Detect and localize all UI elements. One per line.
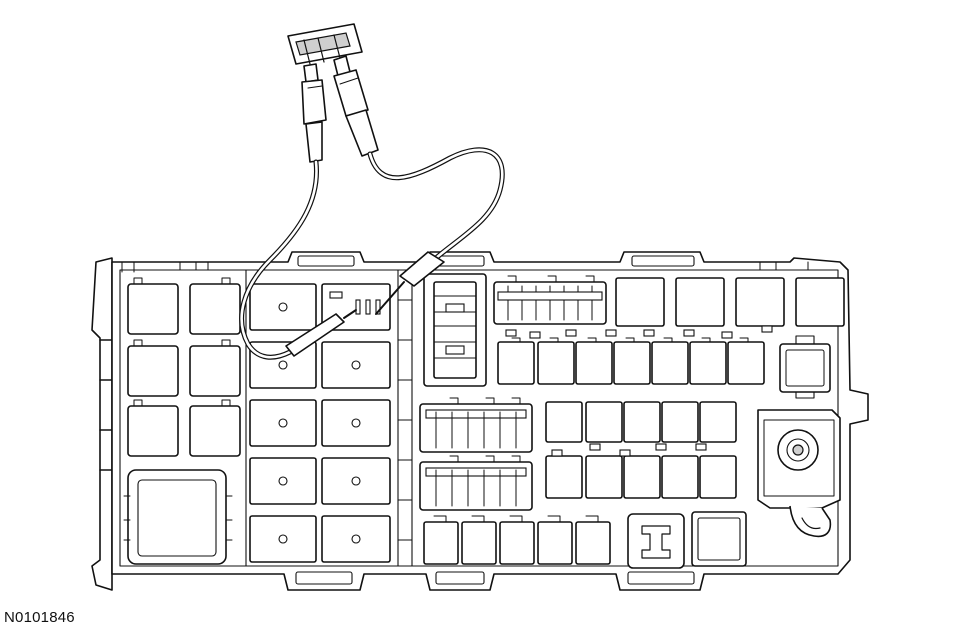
small-relay-row-1 <box>497 337 765 385</box>
upper-right-relays <box>615 277 845 327</box>
battery-stud-terminal <box>757 409 841 538</box>
mini-fuse-row-top <box>493 275 607 325</box>
mini-fuse-row-middle <box>419 397 533 453</box>
fuse-jumper-lead <box>239 23 505 360</box>
square-relay-bottom <box>691 511 747 567</box>
small-relay-row-2 <box>545 401 737 451</box>
cartridge-fuse-holder <box>423 273 487 387</box>
middle-fuse-grid <box>249 283 391 563</box>
clip-relay-right <box>779 335 831 399</box>
h-connector <box>627 513 685 569</box>
connector-tabs-row <box>505 325 773 339</box>
small-relay-row-3 <box>545 449 737 499</box>
figure-reference-code: N0101846 <box>4 609 75 626</box>
bottom-relay-row <box>423 515 611 565</box>
left-relay-grid <box>123 277 241 565</box>
mini-fuse-row-lower <box>419 455 533 511</box>
